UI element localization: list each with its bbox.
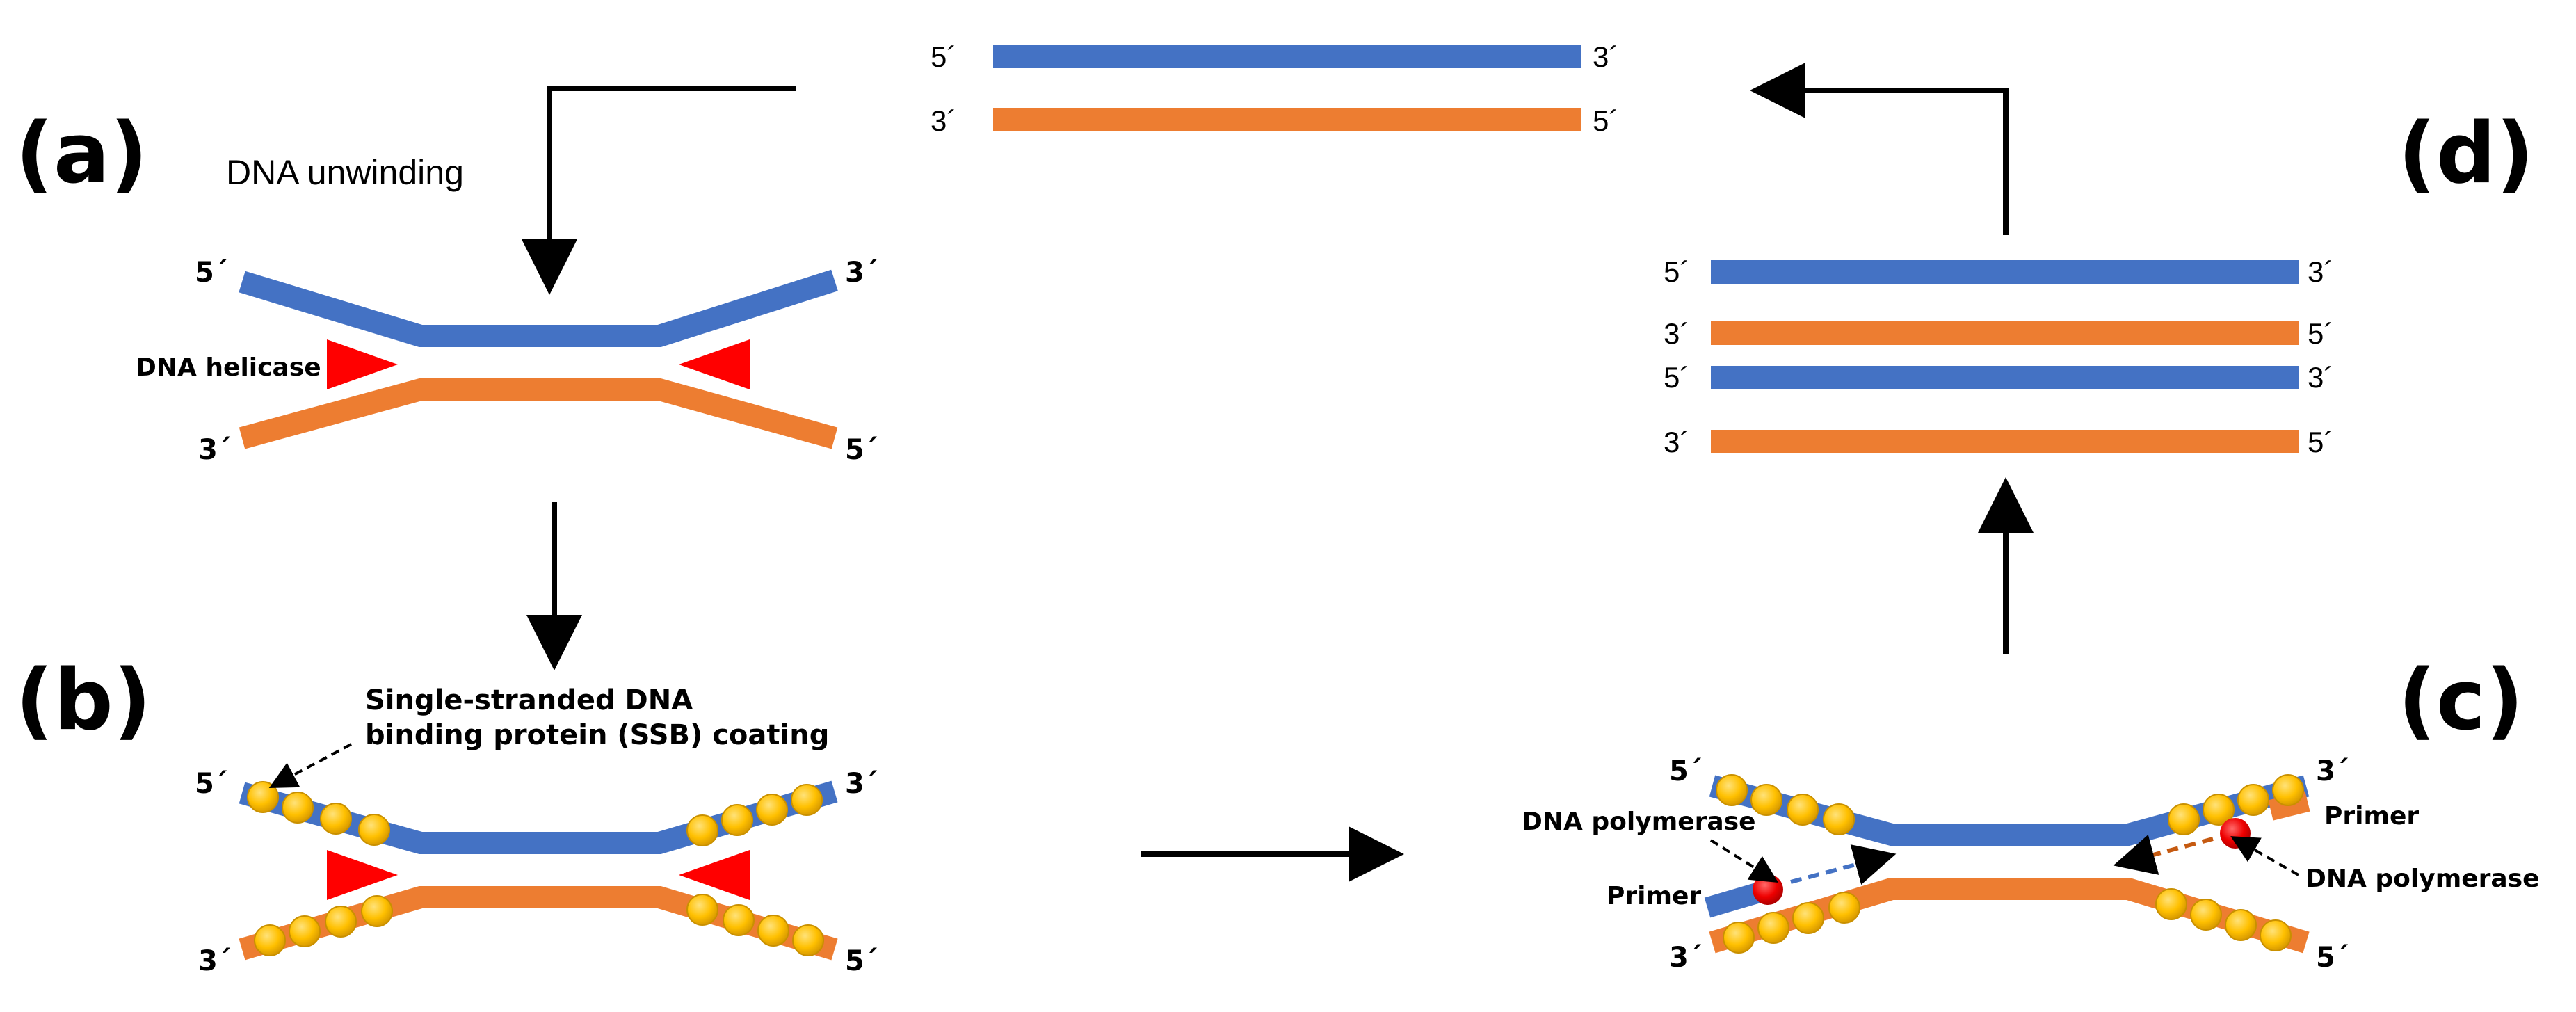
arrow-top-to-a — [522, 86, 796, 295]
ssb-protein — [1823, 803, 1855, 835]
end-label: 3´ — [1664, 426, 1689, 458]
panel-label-b: (b) — [15, 652, 152, 749]
end-label: 5´ — [931, 40, 956, 73]
end-label: 5´ — [1593, 104, 1618, 137]
panel-d: 5´ 3´ 3´ 5´ 5´ 3´ 3´ 5´ — [1664, 255, 2333, 458]
ssb-protein — [1828, 892, 1860, 924]
end-label: 3´ — [2316, 755, 2349, 787]
dna-polymerase-right — [2220, 818, 2251, 849]
arrow-d-to-top — [1750, 63, 2009, 235]
primer-left — [1704, 882, 1763, 918]
ssb-protein — [721, 804, 753, 836]
ssb-protein — [2190, 899, 2222, 931]
ssb-protein — [686, 894, 718, 926]
ssb-protein — [1757, 912, 1789, 944]
ssb-protein — [325, 906, 357, 938]
ssb-protein — [320, 803, 352, 835]
ssb-pointer — [268, 743, 352, 789]
ssb-label-line2: binding protein (SSB) coating — [365, 719, 829, 751]
end-label: 3´ — [1664, 317, 1689, 350]
d-orange-strand-2 — [1711, 430, 2299, 453]
end-label: 3´ — [1669, 942, 1702, 974]
end-label: 5´ — [1664, 255, 1689, 288]
ssb-protein — [254, 924, 286, 956]
dna-unwinding-label: DNA unwinding — [226, 153, 464, 192]
ssb-protein — [757, 915, 789, 947]
parent-orange-strand — [993, 108, 1581, 131]
ssb-protein — [1750, 784, 1782, 816]
end-label: 3´ — [845, 768, 878, 800]
synthesis-arrow-orange — [2113, 834, 2214, 875]
ssb-protein — [792, 924, 824, 956]
a-blue-strand — [239, 269, 838, 347]
end-label: 3´ — [1593, 40, 1618, 73]
ssb-protein — [686, 814, 718, 846]
dna-helicase-label: DNA helicase — [136, 353, 321, 382]
ssb-protein — [2225, 909, 2257, 941]
ssb-protein — [2272, 774, 2304, 806]
ssb-label-line1: Single-stranded DNA — [365, 684, 693, 716]
d-blue-strand-1 — [1711, 260, 2299, 284]
ssb-protein — [1787, 794, 1819, 826]
ssb-protein — [361, 895, 393, 927]
panel-label-d: (d) — [2398, 106, 2534, 202]
primer-label-left: Primer — [1607, 882, 1701, 910]
parent-blue-strand — [993, 45, 1581, 68]
ssb-protein — [723, 904, 755, 936]
parent-duplex: 5´ 3´ 3´ 5´ — [931, 40, 1618, 137]
end-label: 3´ — [2308, 361, 2333, 394]
synthesis-arrow-blue — [1790, 844, 1897, 885]
ssb-protein — [791, 784, 823, 816]
end-label: 3´ — [198, 434, 232, 466]
dna-polymerase-label-right: DNA polymerase — [2305, 865, 2540, 893]
ssb-protein — [1716, 774, 1748, 806]
ssb-protein — [247, 781, 279, 813]
end-label: 3´ — [198, 945, 232, 977]
helicase-left — [327, 850, 398, 900]
ssb-protein — [282, 792, 314, 824]
end-label: 5´ — [2308, 317, 2333, 350]
end-label: 5´ — [845, 434, 878, 466]
end-label: 5´ — [2308, 426, 2333, 458]
panel-a: DNA unwinding DNA helicase 5´ 3´ 3´ 5´ — [136, 153, 878, 466]
ssb-protein — [2237, 784, 2269, 816]
ssb-protein — [1723, 922, 1755, 954]
ssb-protein — [2168, 803, 2200, 835]
end-label: 5´ — [195, 257, 228, 289]
primer-label-right: Primer — [2324, 802, 2419, 830]
ssb-protein — [289, 915, 321, 947]
ssb-protein — [2203, 794, 2235, 826]
end-label: 5´ — [195, 768, 228, 800]
a-orange-strand — [239, 378, 838, 449]
panel-b: Single-stranded DNA binding protein (SSB… — [195, 684, 878, 977]
end-label: 5´ — [2316, 942, 2349, 974]
end-label: 3´ — [845, 257, 878, 289]
d-orange-strand-1 — [1711, 321, 2299, 345]
ssb-protein — [358, 814, 390, 846]
helicase-right — [679, 850, 750, 900]
end-label: 5´ — [845, 945, 878, 977]
ssb-protein — [2260, 919, 2292, 951]
dna-polymerase-label-left: DNA polymerase — [1522, 808, 1756, 836]
end-label: 3´ — [2308, 255, 2333, 288]
panel-label-c: (c) — [2398, 652, 2524, 749]
panel-c: DNA polymerase DNA polymerase Primer Pri… — [1522, 755, 2540, 974]
ssb-protein — [756, 794, 788, 826]
end-label: 3´ — [931, 104, 956, 137]
dna-polymerase-left — [1753, 874, 1783, 905]
helicase-right — [679, 339, 750, 389]
panel-label-a: (a) — [15, 106, 148, 202]
ssb-proteins — [1716, 774, 2304, 954]
d-blue-strand-2 — [1711, 366, 2299, 389]
ssb-protein — [1792, 902, 1824, 934]
polymerase-pointer-right — [2230, 836, 2299, 876]
end-label: 5´ — [1669, 755, 1702, 787]
helicase-left — [327, 339, 398, 389]
end-label: 5´ — [1664, 361, 1689, 394]
flow-arrows — [522, 63, 2034, 882]
ssb-protein — [2155, 888, 2187, 920]
ssb-proteins — [247, 781, 824, 956]
polymerase-pointer-left — [1709, 839, 1779, 883]
